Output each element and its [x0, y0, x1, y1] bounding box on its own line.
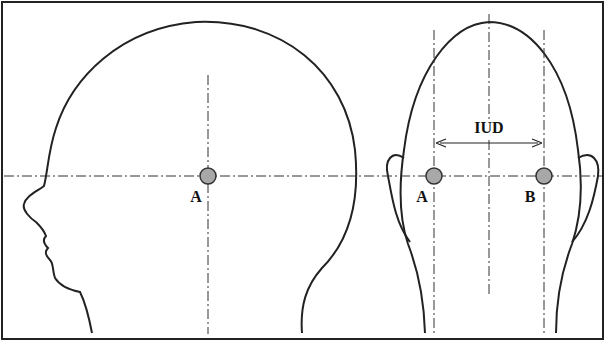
point-label: A: [414, 188, 430, 206]
dimension-label: IUD: [472, 119, 505, 137]
point-label: A: [188, 188, 204, 206]
point-label: B: [523, 188, 538, 206]
